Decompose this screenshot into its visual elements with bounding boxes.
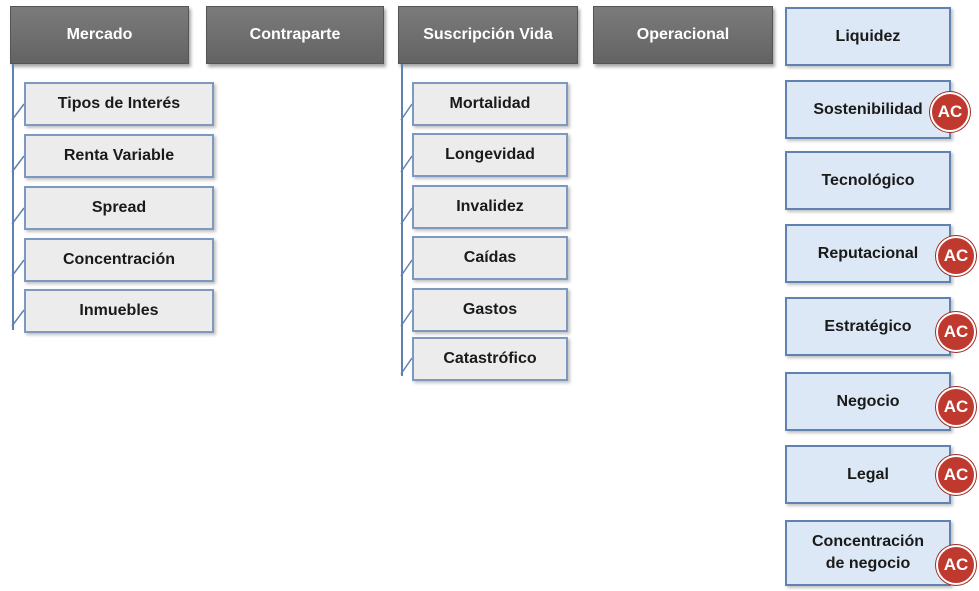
risk-caidas: Caídas	[412, 236, 568, 280]
header-suscripcion-vida-label: Suscripción Vida	[423, 26, 553, 44]
risk-concentracion-de-negocio: Concentración de negocio	[785, 520, 951, 586]
risk-sostenibilidad-label: Sostenibilidad	[813, 100, 923, 118]
risk-mortalidad-label: Mortalidad	[449, 95, 531, 113]
risk-legal-label: Legal	[847, 465, 889, 483]
ac-badge: AC	[936, 545, 976, 585]
suscripcion-connectors	[400, 103, 413, 375]
mercado-tree-line	[12, 64, 14, 330]
risk-gastos: Gastos	[412, 288, 568, 332]
risk-mortalidad: Mortalidad	[412, 82, 568, 126]
ac-badge: AC	[936, 455, 976, 495]
risk-invalidez-label: Invalidez	[456, 198, 524, 216]
risk-tipos-de-interes-label: Tipos de Interés	[57, 95, 181, 113]
risk-inmuebles-label: Inmuebles	[79, 302, 159, 320]
risk-longevidad-label: Longevidad	[445, 146, 535, 164]
risk-spread: Spread	[24, 186, 214, 230]
risk-concentracion: Concentración	[24, 238, 214, 282]
risk-tecnologico: Tecnológico	[785, 151, 951, 210]
risk-renta-variable: Renta Variable	[24, 134, 214, 178]
header-suscripcion-vida: Suscripción Vida	[398, 6, 578, 64]
risk-concentracion-de-negocio-label: Concentración de negocio	[811, 533, 924, 572]
risk-sostenibilidad: Sostenibilidad	[785, 80, 951, 139]
risk-inmuebles: Inmuebles	[24, 289, 214, 333]
risk-estrategico: Estratégico	[785, 297, 951, 356]
risk-spread-label: Spread	[91, 199, 147, 217]
risk-invalidez: Invalidez	[412, 185, 568, 229]
risk-catastrofico-label: Catastrófico	[443, 350, 537, 368]
header-operacional: Operacional	[593, 6, 773, 64]
risk-tecnologico-label: Tecnológico	[821, 171, 915, 189]
ac-badge: AC	[936, 312, 976, 352]
header-contraparte-label: Contraparte	[249, 26, 341, 44]
risk-estrategico-label: Estratégico	[824, 317, 912, 335]
risk-caidas-label: Caídas	[463, 249, 517, 267]
risk-longevidad: Longevidad	[412, 133, 568, 177]
risk-concentracion-label: Concentración	[62, 251, 175, 269]
header-mercado: Mercado	[10, 6, 189, 64]
mercado-connectors	[11, 103, 25, 327]
risk-reputacional-label: Reputacional	[817, 244, 919, 262]
risk-renta-variable-label: Renta Variable	[63, 147, 175, 165]
risk-negocio: Negocio	[785, 372, 951, 431]
risk-gastos-label: Gastos	[462, 301, 518, 319]
header-mercado-label: Mercado	[66, 26, 133, 44]
risk-catastrofico: Catastrófico	[412, 337, 568, 381]
suscripcion-tree-line	[401, 64, 403, 376]
risk-liquidez: Liquidez	[785, 7, 951, 66]
header-operacional-label: Operacional	[636, 26, 730, 44]
header-contraparte: Contraparte	[206, 6, 384, 64]
risk-liquidez-label: Liquidez	[835, 27, 901, 45]
ac-badge: AC	[930, 92, 970, 132]
risk-reputacional: Reputacional	[785, 224, 951, 283]
ac-badge: AC	[936, 387, 976, 427]
risk-tipos-de-interes: Tipos de Interés	[24, 82, 214, 126]
ac-badge: AC	[936, 236, 976, 276]
risk-negocio-label: Negocio	[836, 392, 900, 410]
risk-legal: Legal	[785, 445, 951, 504]
